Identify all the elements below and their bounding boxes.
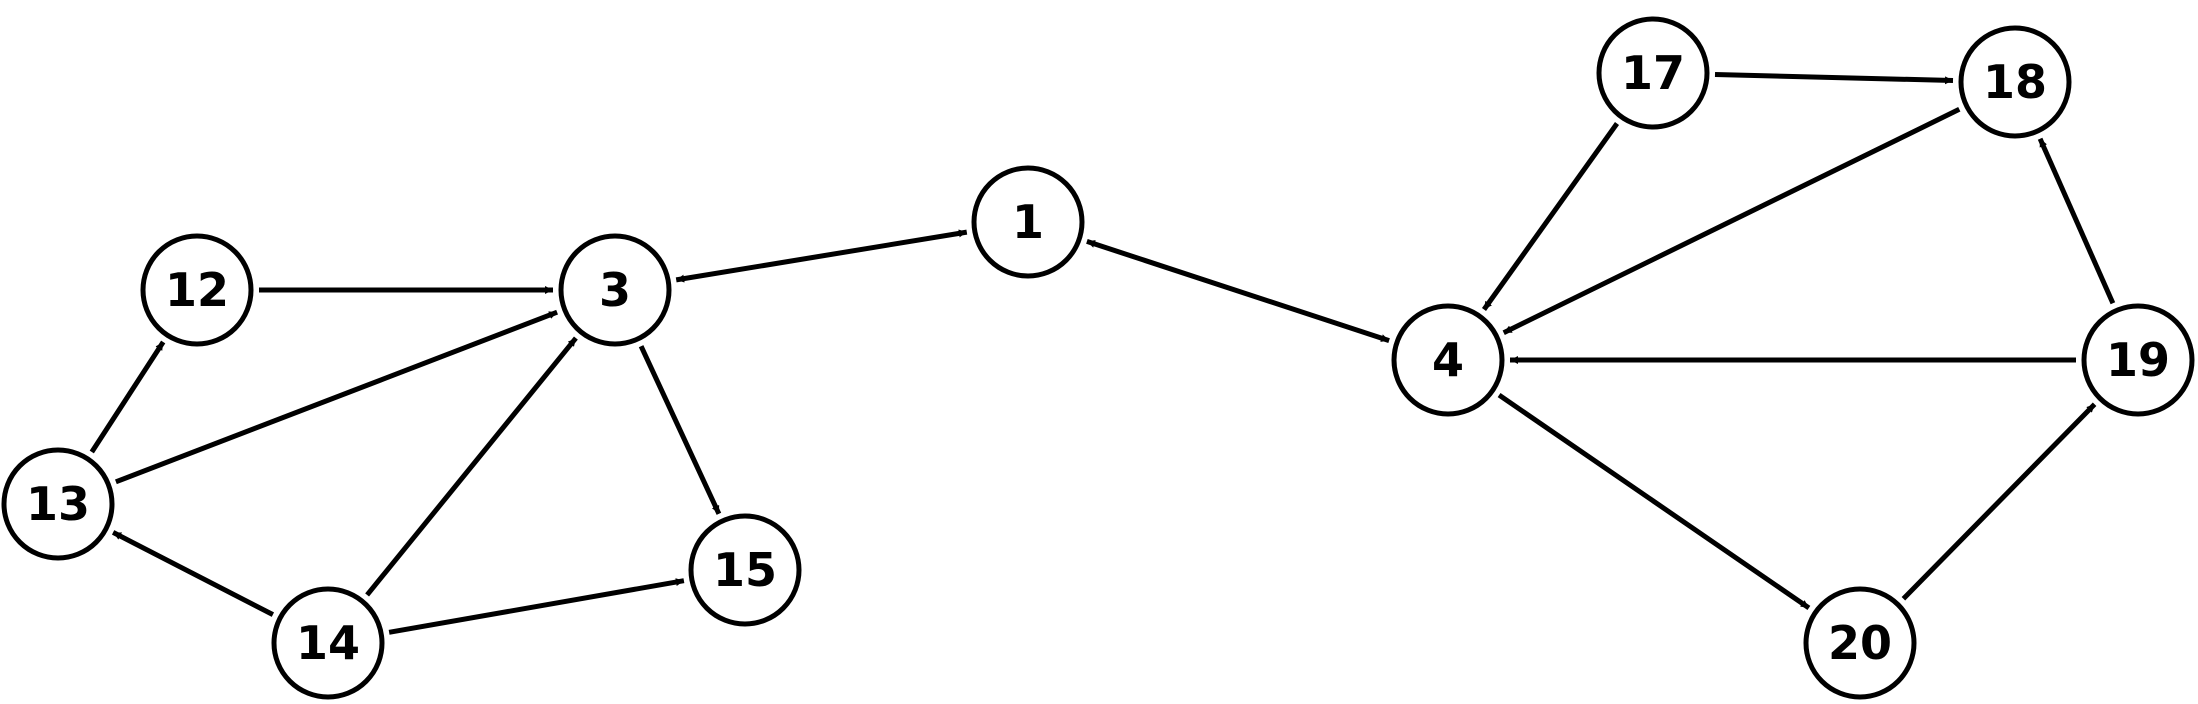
node-3-circle bbox=[558, 233, 672, 347]
node-3-label: 3 bbox=[599, 263, 631, 317]
node-15: 15 bbox=[688, 513, 802, 627]
edge-17-to-4 bbox=[1481, 122, 1620, 311]
edge-4-to-20 bbox=[1497, 393, 1811, 610]
node-12: 12 bbox=[140, 233, 254, 347]
node-19: 19 bbox=[2081, 303, 2195, 417]
edge-1-to-4 bbox=[1086, 239, 1390, 343]
edge-3-to-1 bbox=[675, 229, 968, 283]
node-18: 18 bbox=[1958, 25, 2072, 139]
node-13-circle bbox=[1, 447, 115, 561]
edge-17-to-18 bbox=[1714, 72, 1954, 85]
node-12-label: 12 bbox=[165, 263, 229, 317]
node-15-circle bbox=[688, 513, 802, 627]
edge-14-to-15 bbox=[388, 578, 685, 635]
node-13: 13 bbox=[1, 447, 115, 561]
edge-20-to-19 bbox=[1901, 402, 2097, 601]
node-14-circle bbox=[271, 586, 385, 700]
edge-13-to-3 bbox=[115, 309, 558, 485]
edge-3-to-15 bbox=[638, 345, 722, 515]
node-14: 14 bbox=[271, 586, 385, 700]
edge-14-to-3 bbox=[365, 336, 578, 597]
node-19-circle bbox=[2081, 303, 2195, 417]
edge-14-to-13 bbox=[111, 530, 275, 617]
node-12-circle bbox=[140, 233, 254, 347]
node-14-label: 14 bbox=[296, 616, 360, 670]
node-3: 3 bbox=[558, 233, 672, 347]
node-20: 20 bbox=[1803, 586, 1917, 700]
edge-13-to-12 bbox=[89, 340, 166, 454]
node-20-circle bbox=[1803, 586, 1917, 700]
node-13-label: 13 bbox=[26, 477, 90, 531]
node-17-circle bbox=[1596, 16, 1710, 130]
node-17: 17 bbox=[1596, 16, 1710, 130]
edges-layer bbox=[89, 72, 2116, 635]
edge-18-to-4 bbox=[1502, 107, 1961, 335]
node-4: 4 bbox=[1391, 303, 1505, 417]
node-15-label: 15 bbox=[713, 543, 777, 597]
node-1-circle bbox=[971, 165, 1085, 279]
edge-19-to-18 bbox=[2037, 137, 2116, 305]
node-17-label: 17 bbox=[1621, 46, 1685, 100]
node-1: 1 bbox=[971, 165, 1085, 279]
node-4-label: 4 bbox=[1432, 333, 1464, 387]
node-18-label: 18 bbox=[1983, 55, 2047, 109]
node-19-label: 19 bbox=[2106, 333, 2170, 387]
node-1-label: 1 bbox=[1012, 195, 1044, 249]
node-20-label: 20 bbox=[1828, 616, 1892, 670]
node-18-circle bbox=[1958, 25, 2072, 139]
node-4-circle bbox=[1391, 303, 1505, 417]
nodes-layer: 1 3 4 12 13 14 15 17 bbox=[1, 16, 2195, 700]
